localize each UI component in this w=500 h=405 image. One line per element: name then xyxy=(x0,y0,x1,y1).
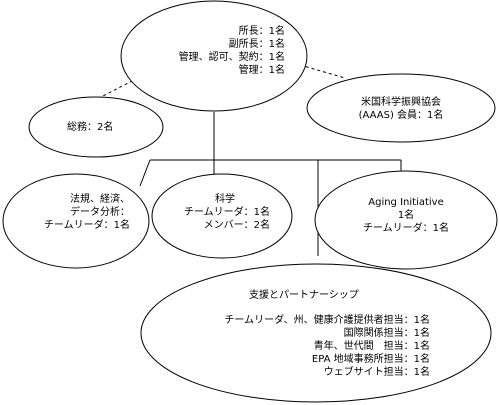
aaas-line-2: (AAAS) 会員：1名 xyxy=(358,110,444,121)
aging-initiative-node xyxy=(314,170,498,270)
director-office-node xyxy=(120,0,308,112)
director-office-text: 所長：1名 副所長：1名 管理、認可、契約：1名 管理：1名 xyxy=(150,25,285,77)
aaas-node xyxy=(306,73,496,143)
general-affairs-line: 総務：2名 xyxy=(67,122,114,133)
admin-line: 管理：1名 xyxy=(238,65,285,76)
connector-top-to-general xyxy=(94,77,139,101)
general-affairs-node xyxy=(28,96,164,158)
general-affairs-text: 総務：2名 xyxy=(67,121,113,134)
support-line-3: 青年、世代間 担当：1名 xyxy=(313,341,430,352)
deputy-director-line: 副所長：1名 xyxy=(228,39,285,50)
science-line-3: メンバー：2名 xyxy=(203,220,270,231)
aging-line-3: チームリーダ：1名 xyxy=(362,223,450,234)
support-line-2: 国際関係担当：1名 xyxy=(343,328,430,339)
science-text: 科学 チームリーダ：1名 メンバー：2名 xyxy=(170,193,270,232)
connector-to-law xyxy=(139,159,151,187)
support-text: チームリーダ、州、健康介護提供者担当：1名 国際関係担当：1名 青年、世代間 担… xyxy=(180,314,430,379)
law-line-2: データ分析： xyxy=(70,207,130,218)
aaas-text: 米国科学振興協会 (AAAS) 会員：1名 xyxy=(326,96,476,122)
admin-contract-line: 管理、認可、契約：1名 xyxy=(178,52,285,63)
support-line-5: ウェブサイト担当：1名 xyxy=(323,367,430,378)
aging-text: Aging Initiative 1名 チームリーダ：1名 xyxy=(341,196,471,235)
law-economics-text: 法規、経済、 データ分析： チームリーダ：1名 xyxy=(25,193,130,232)
science-line-1: 科学 xyxy=(215,194,235,205)
support-line-4: EPA 地域事務所担当：1名 xyxy=(311,354,430,365)
director-line: 所長：1名 xyxy=(238,26,285,37)
support-title: 支援とパートナーシップ xyxy=(249,290,359,301)
aging-line-2: 1名 xyxy=(397,210,415,221)
aaas-line-1: 米国科学振興協会 xyxy=(361,97,441,108)
connector-top-to-aaas xyxy=(299,64,346,79)
science-line-2: チームリーダ：1名 xyxy=(183,207,270,218)
law-line-1: 法規、経済、 xyxy=(70,194,130,205)
law-economics-node xyxy=(2,173,150,269)
support-partnership-node xyxy=(140,263,492,403)
support-line-1: チームリーダ、州、健康介護提供者担当：1名 xyxy=(224,315,430,326)
aging-line-1: Aging Initiative xyxy=(368,197,444,208)
science-node xyxy=(151,173,293,259)
law-line-3: チームリーダ：1名 xyxy=(43,220,130,231)
